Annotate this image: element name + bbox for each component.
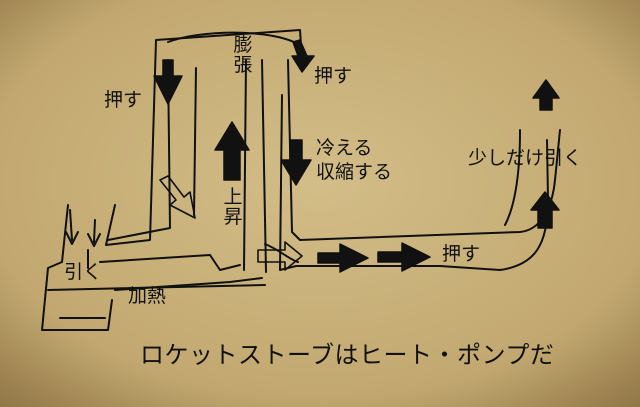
label-pull-left: 引く (64, 261, 103, 283)
rise-up-arrow (214, 121, 250, 181)
label-rise: 上昇 (223, 186, 243, 228)
label-contract: 収縮する (316, 161, 393, 183)
flow-right-arrow-1 (317, 243, 369, 273)
push-down-arrow-right (291, 39, 315, 73)
label-expand: 膨張 (233, 34, 253, 76)
caption: ロケットストーブはヒート・ポンプだ (140, 341, 555, 369)
contract-down-arrow (280, 139, 312, 186)
up-arrow-small-bottom (530, 191, 560, 229)
hollow-arrow-inner (159, 175, 196, 219)
up-arrow-small-top (532, 79, 560, 111)
hollow-arrow-bottom (257, 241, 303, 271)
label-push-right: 押す (314, 65, 353, 87)
push-down-arrow-left (153, 59, 183, 105)
label-push-left: 押す (104, 89, 143, 111)
label-heat: 加熱 (128, 285, 167, 307)
flow-right-arrow-2 (377, 242, 431, 272)
stove-outline (41, 29, 561, 331)
label-pull-little: 少しだけ引く (468, 147, 583, 169)
label-cool: 冷える (316, 137, 373, 159)
label-push-bottom: 押す (442, 243, 481, 265)
